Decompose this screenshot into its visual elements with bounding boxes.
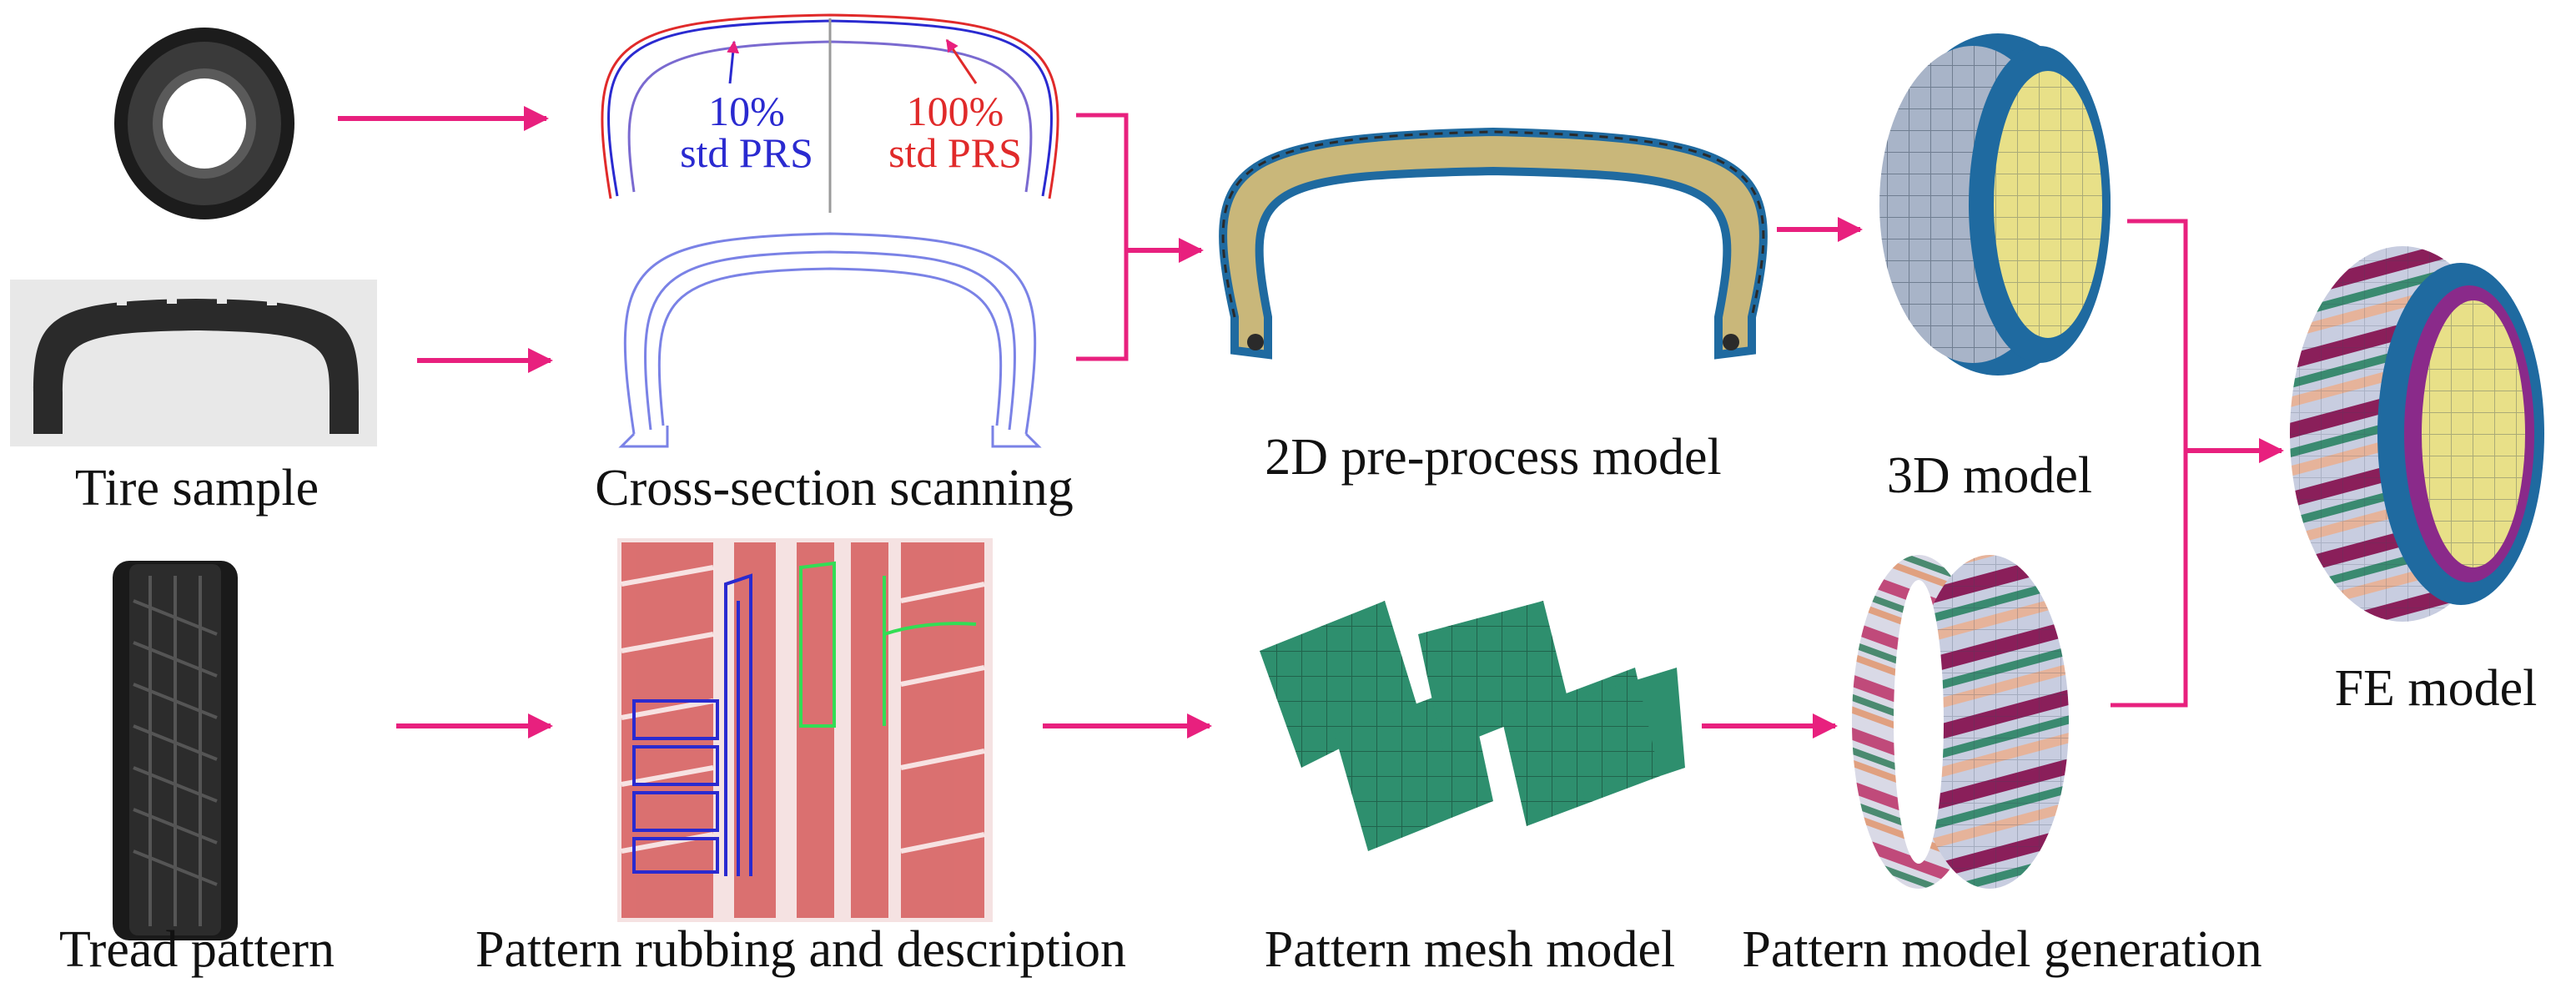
tire-section-photo-icon [10, 280, 377, 446]
high-pressure-pct: 100% [907, 88, 1004, 134]
pattern-mesh-label: Pattern mesh model [1265, 921, 1675, 978]
pattern-generation-label: Pattern model generation [1742, 921, 2262, 978]
pattern-mesh-model [1260, 601, 1685, 851]
cross-section-scan-bottom [618, 232, 1042, 448]
cross-section-scanning-label: Cross-section scanning [595, 460, 1073, 517]
pattern-generation-model [1852, 555, 2069, 889]
high-pressure-pointer [945, 38, 978, 84]
pre-process-2d-model [1219, 127, 1768, 360]
merge-bracket-scan [1076, 113, 1129, 361]
model-3d-label: 3D model [1887, 447, 2092, 504]
tread-pattern-label: Tread pattern [59, 921, 335, 978]
cross-section-scan-top [601, 13, 1059, 213]
pattern-rubbing-image [617, 538, 993, 922]
tire-photo-icon [114, 28, 294, 219]
high-pressure-label: std PRS [888, 129, 1022, 176]
tire-sample-label: Tire sample [75, 460, 319, 517]
pre-process-2d-label: 2D pre-process model [1265, 429, 1722, 486]
low-pressure-pointer [727, 40, 740, 84]
merge-bracket-fe [2111, 219, 2188, 708]
pattern-rubbing-label: Pattern rubbing and description [475, 921, 1126, 978]
fe-model [2290, 246, 2544, 622]
tread-pattern-photo-icon [113, 561, 238, 940]
model-3d [1879, 33, 2111, 376]
fe-model-label: FE model [2335, 660, 2538, 717]
low-pressure-pct: 10% [708, 88, 785, 134]
low-pressure-label: std PRS [680, 129, 813, 176]
